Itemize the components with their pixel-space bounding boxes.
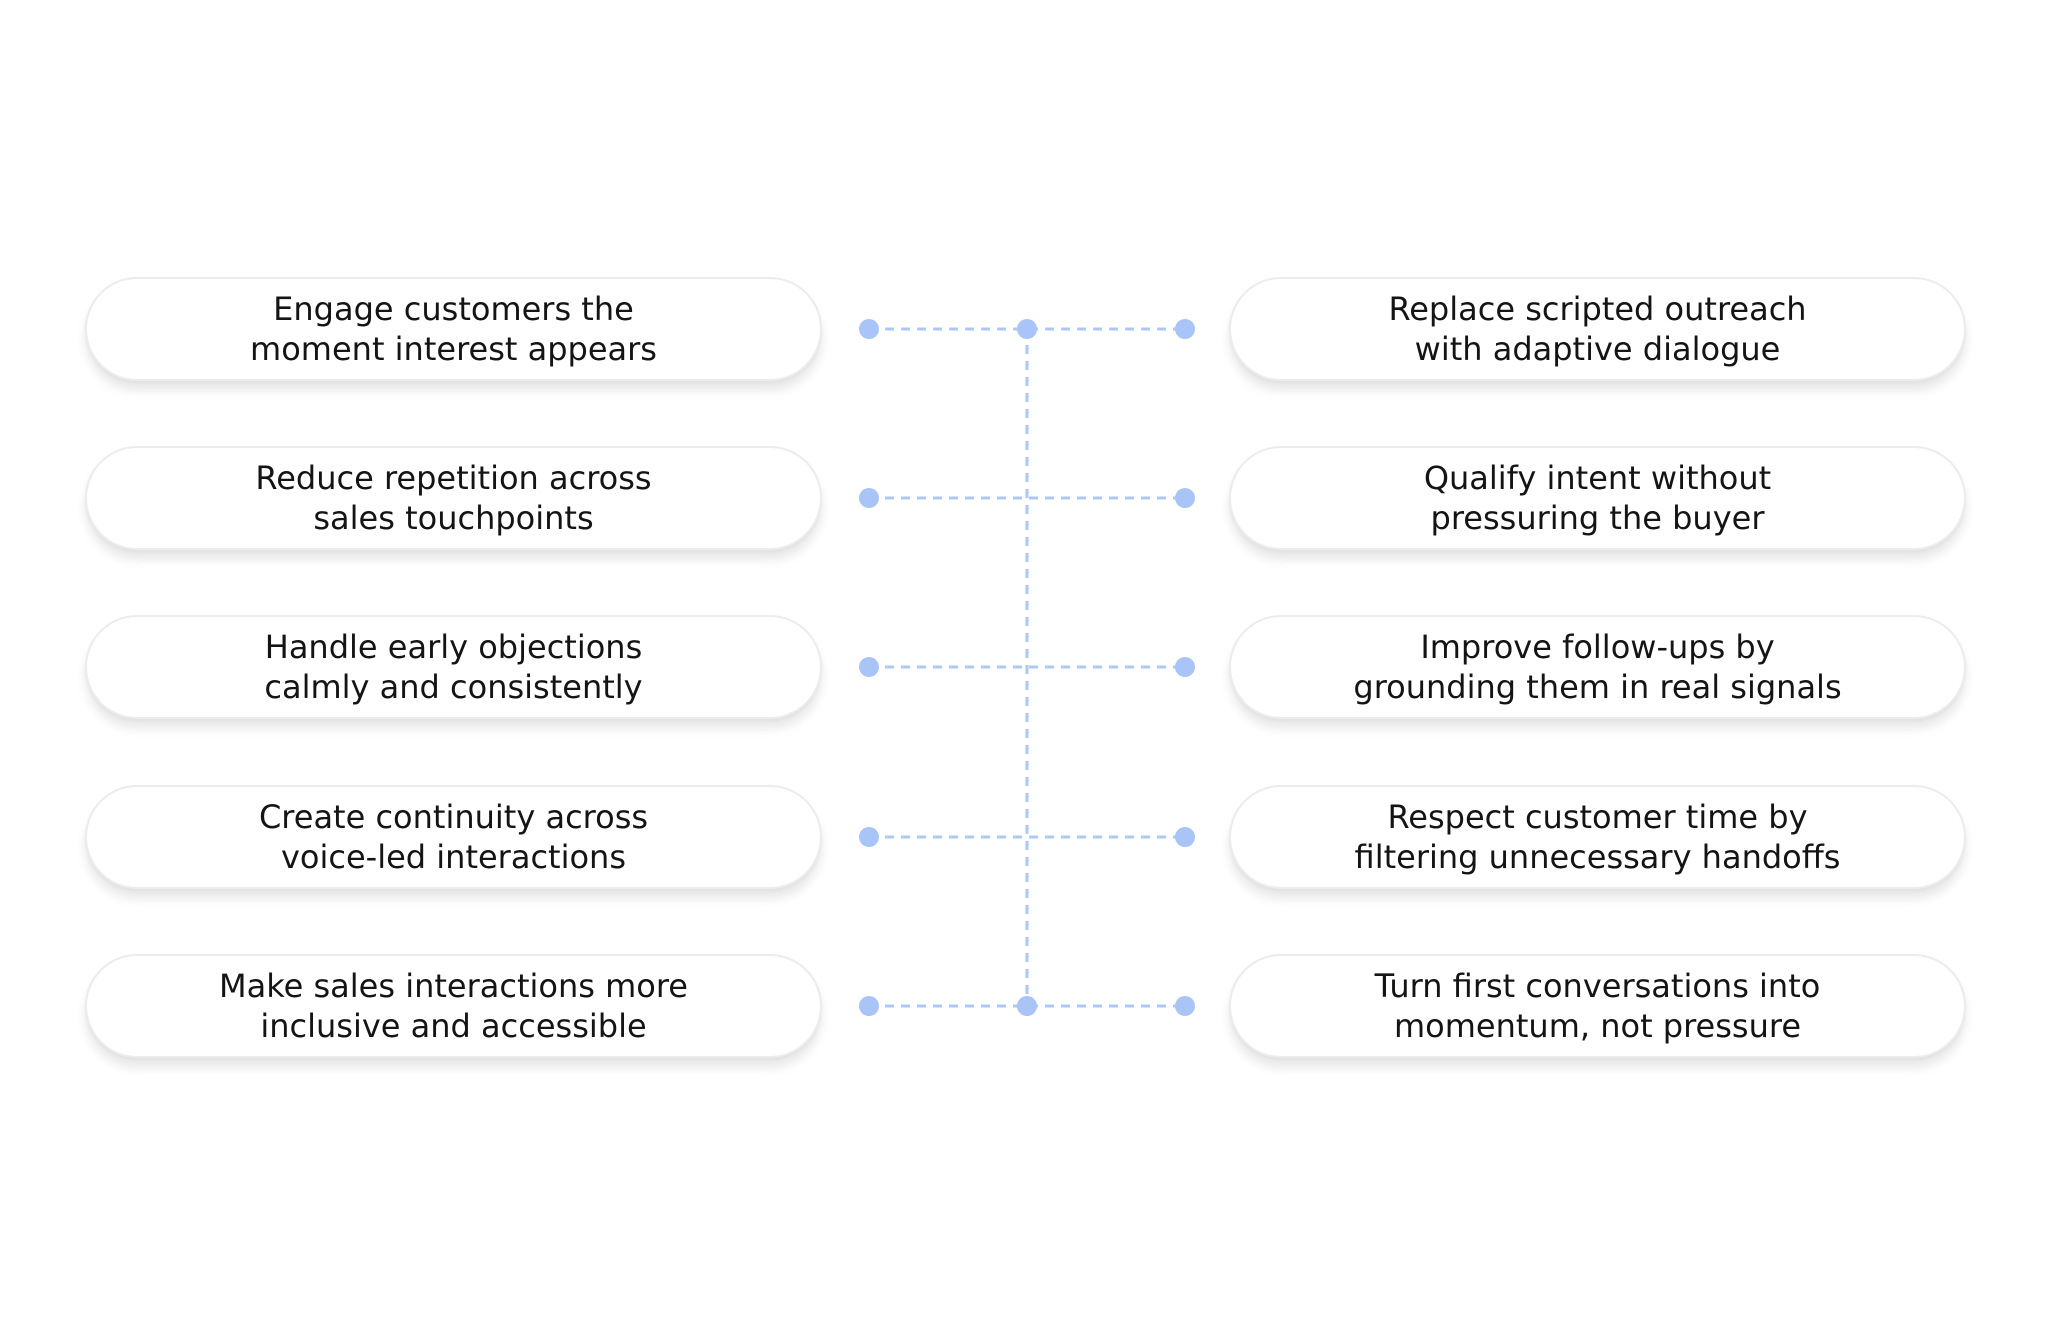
right-card-3-text: Improve follow-ups by grounding them in … [1353, 628, 1842, 706]
right-card-2-text: Qualify intent without pressuring the bu… [1423, 459, 1772, 537]
right-card-2: Qualify intent without pressuring the bu… [1229, 446, 1966, 550]
left-node-1 [859, 319, 879, 339]
left-card-2-text: Reduce repetition across sales touchpoin… [255, 459, 652, 537]
left-node-5 [859, 996, 879, 1016]
left-card-5: Make sales interactions more inclusive a… [85, 954, 822, 1058]
left-node-4 [859, 827, 879, 847]
left-card-2: Reduce repetition across sales touchpoin… [85, 446, 822, 550]
left-card-1: Engage customers the moment interest app… [85, 277, 822, 381]
spine-node-bottom [1017, 996, 1037, 1016]
right-card-5: Turn first conversations into momentum, … [1229, 954, 1966, 1058]
right-node-1 [1175, 319, 1195, 339]
right-node-3 [1175, 657, 1195, 677]
right-node-4 [1175, 827, 1195, 847]
left-card-3-text: Handle early objections calmly and consi… [264, 628, 643, 706]
right-card-3: Improve follow-ups by grounding them in … [1229, 615, 1966, 719]
left-card-1-text: Engage customers the moment interest app… [250, 290, 657, 368]
left-card-4-text: Create continuity across voice-led inter… [258, 798, 649, 876]
right-card-1: Replace scripted outreach with adaptive … [1229, 277, 1966, 381]
left-card-5-text: Make sales interactions more inclusive a… [219, 967, 688, 1045]
right-node-2 [1175, 488, 1195, 508]
right-card-4-text: Respect customer time by filtering unnec… [1354, 798, 1841, 876]
right-card-1-text: Replace scripted outreach with adaptive … [1388, 290, 1807, 368]
left-card-3: Handle early objections calmly and consi… [85, 615, 822, 719]
right-card-4: Respect customer time by filtering unnec… [1229, 785, 1966, 889]
right-card-5-text: Turn first conversations into momentum, … [1374, 967, 1821, 1045]
right-node-5 [1175, 996, 1195, 1016]
left-node-2 [859, 488, 879, 508]
spine-node-top [1017, 319, 1037, 339]
left-card-4: Create continuity across voice-led inter… [85, 785, 822, 889]
left-node-3 [859, 657, 879, 677]
